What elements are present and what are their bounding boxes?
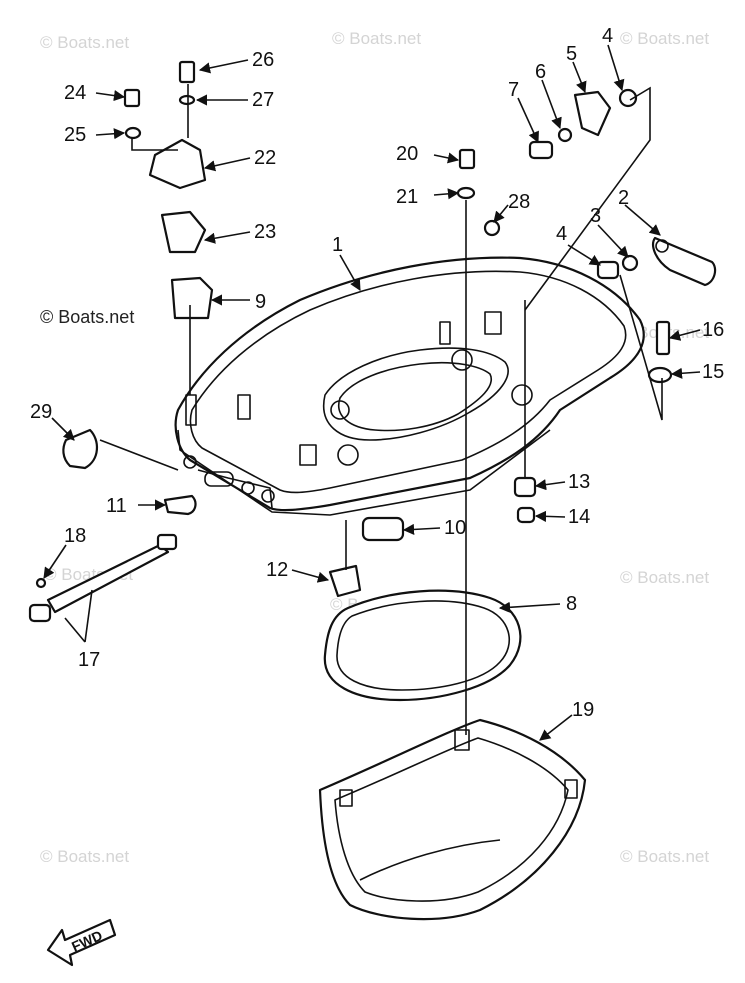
lever-part-2[interactable]	[652, 236, 717, 287]
callout-15[interactable]: 15	[702, 361, 724, 383]
grommet-part-11[interactable]	[163, 494, 197, 516]
bottom-cowling-part-1[interactable]	[174, 256, 645, 516]
callout-20[interactable]: 20	[396, 143, 418, 165]
watermark: © Boats.net	[620, 568, 709, 587]
bolt-part-7[interactable]	[528, 140, 554, 160]
plug-part-29[interactable]	[62, 428, 98, 470]
bracket-part-23[interactable]	[160, 210, 207, 254]
callout-4[interactable]: 4	[556, 223, 567, 245]
callout-29[interactable]: 29	[30, 401, 52, 423]
callout-leaders	[43, 44, 701, 741]
watermark: © Boats.net	[620, 29, 709, 48]
fwd-label: FWD	[69, 927, 105, 955]
callout-27[interactable]: 27	[252, 89, 274, 111]
washer-part-3[interactable]	[621, 254, 639, 272]
callout-6[interactable]: 6	[535, 61, 546, 83]
callout-4-top[interactable]: 4	[602, 25, 613, 47]
washer-part-6[interactable]	[557, 127, 573, 143]
seal-part-8[interactable]	[323, 589, 522, 702]
callout-11[interactable]: 11	[106, 495, 127, 517]
bushing-part-4[interactable]	[596, 260, 620, 280]
watermark: © Boats.net	[620, 847, 709, 866]
clip-part-18[interactable]	[35, 577, 47, 589]
callout-1[interactable]: 1	[332, 234, 343, 256]
watermark: © Boats.net	[40, 33, 129, 52]
callout-8[interactable]: 8	[566, 593, 577, 615]
watermark: © Boats.net	[40, 847, 129, 866]
main-watermark: © Boats.net	[40, 307, 134, 327]
guide-lines	[99, 84, 663, 735]
callout-19[interactable]: 19	[572, 699, 594, 721]
callout-2[interactable]: 2	[618, 187, 629, 209]
fwd-arrow: FWD	[46, 918, 117, 967]
callout-12[interactable]: 12	[266, 559, 288, 581]
bracket-part-22[interactable]	[148, 138, 207, 190]
callout-9[interactable]: 9	[255, 291, 266, 313]
callout-21[interactable]: 21	[396, 186, 418, 208]
callout-13[interactable]: 13	[568, 471, 590, 493]
grommet-part-10[interactable]	[361, 516, 405, 542]
collar-part-14[interactable]	[516, 506, 536, 524]
washer-part-15[interactable]	[647, 366, 673, 384]
screw-part-20[interactable]	[458, 148, 476, 170]
bracket-part-5[interactable]	[573, 90, 612, 137]
shaft-part-17[interactable]	[28, 533, 178, 623]
screw-part-24[interactable]	[123, 88, 141, 108]
callout-24[interactable]: 24	[64, 82, 86, 104]
callout-17[interactable]: 17	[78, 649, 100, 671]
grommet-part-13[interactable]	[513, 476, 537, 498]
callout-26[interactable]: 26	[252, 49, 274, 71]
lower-cover-part-19[interactable]	[318, 718, 587, 921]
callout-23[interactable]: 23	[254, 221, 276, 243]
grommet-part-28[interactable]	[483, 219, 501, 237]
callout-labels: 26 27 24 25 22 23 9 20 21 28 1 2 3 4 4 5…	[30, 25, 724, 721]
washer-part-27[interactable]	[178, 94, 196, 106]
callout-16[interactable]: 16	[702, 319, 724, 341]
callout-7[interactable]: 7	[508, 79, 519, 101]
washer-part-25[interactable]	[124, 126, 142, 140]
callout-14[interactable]: 14	[568, 506, 590, 528]
callout-3[interactable]: 3	[590, 205, 601, 227]
callout-18[interactable]: 18	[64, 525, 86, 547]
callout-10[interactable]: 10	[444, 517, 466, 539]
callout-5[interactable]: 5	[566, 43, 577, 65]
watermark: © Boats.net	[332, 29, 421, 48]
washer-part-21[interactable]	[456, 186, 476, 200]
screw-part-26[interactable]	[178, 60, 196, 84]
damper-part-9[interactable]	[170, 276, 214, 320]
bolt-part-16[interactable]	[655, 320, 671, 356]
callout-25[interactable]: 25	[64, 124, 86, 146]
bushing-part-4[interactable]	[618, 88, 638, 108]
callout-22[interactable]: 22	[254, 147, 276, 169]
grommet-part-12[interactable]	[328, 564, 362, 598]
callout-28[interactable]: 28	[508, 191, 530, 213]
